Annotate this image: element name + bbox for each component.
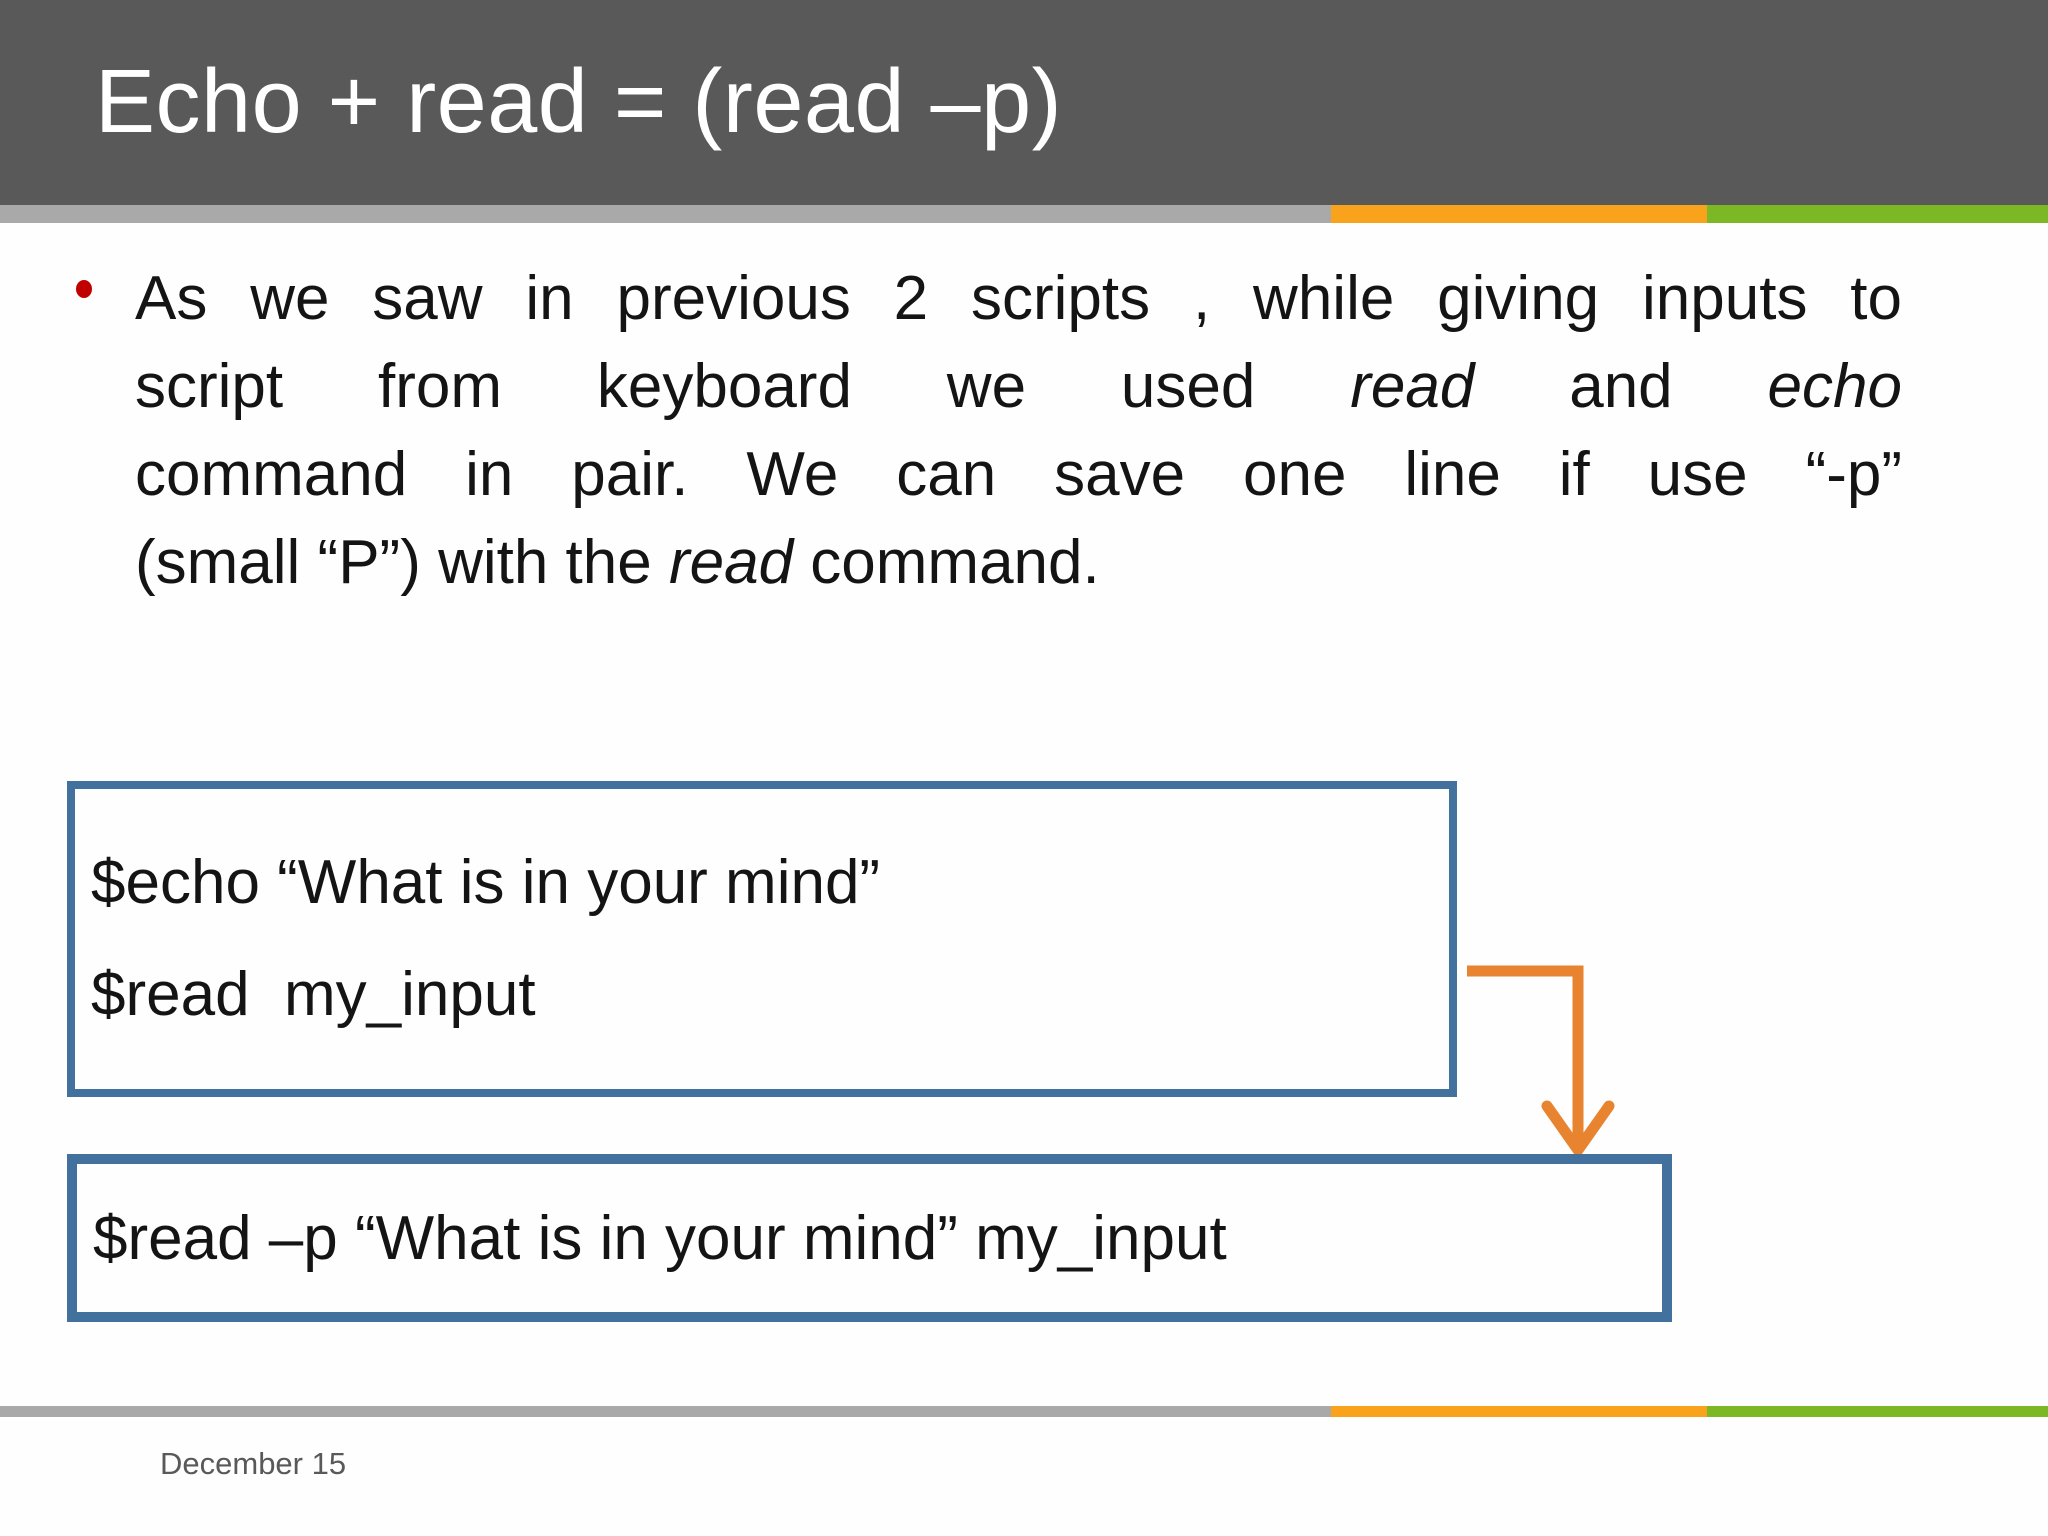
slide-title: Echo + read = (read –p) [95, 52, 1063, 152]
bullet-paragraph: As we saw in previous 2 scripts , while … [135, 255, 1902, 607]
code-box-read-p: $read –p “What is in your mind” my_input [67, 1154, 1672, 1322]
paragraph-line: command in pair. We can save one line if… [135, 431, 1902, 519]
stripe-green-segment [1707, 1406, 2048, 1417]
stripe-orange-segment [1331, 1406, 1707, 1417]
accent-stripe-bottom [0, 1406, 2048, 1417]
body-text-run-italic: echo [1767, 352, 1902, 421]
paragraph-line: script from keyboard we used read and ec… [135, 343, 1902, 431]
body-text-run: script from keyboard we used [135, 352, 1351, 421]
stripe-gray-segment [0, 205, 1331, 223]
arrow-elbow-line [1467, 965, 1584, 1150]
accent-stripe-top [0, 205, 2048, 223]
bullet-icon [76, 280, 92, 298]
title-bar: Echo + read = (read –p) [0, 0, 2048, 205]
body-text-run-italic: read [1350, 352, 1475, 421]
code-line-echo: $echo “What is in your mind” [91, 848, 881, 917]
body-text-run: As we saw in previous 2 scripts , while … [135, 264, 1902, 333]
flow-arrow [1467, 965, 1615, 1160]
code-line-read: $read my_input [91, 960, 536, 1029]
slide-date: December 15 [160, 1446, 347, 1481]
body-text-run: command. [793, 528, 1100, 597]
stripe-gray-segment [0, 1406, 1331, 1417]
paragraph-line: As we saw in previous 2 scripts , while … [135, 255, 1902, 343]
arrow-head-icon [1541, 1100, 1615, 1160]
stripe-orange-segment [1331, 205, 1707, 223]
body-text-run-italic: read [668, 528, 794, 597]
body-text-run: and [1474, 352, 1768, 421]
body-text-run: (small “P”) with the [135, 528, 669, 597]
stripe-green-segment [1707, 205, 2048, 223]
code-line-read-p: $read –p “What is in your mind” my_input [93, 1203, 1227, 1273]
paragraph-line: (small “P”) with the read command. [135, 519, 1902, 607]
code-box-echo-read: $echo “What is in your mind” $read my_in… [67, 781, 1457, 1097]
body-text-run: command in pair. We can save one line if… [135, 440, 1902, 509]
